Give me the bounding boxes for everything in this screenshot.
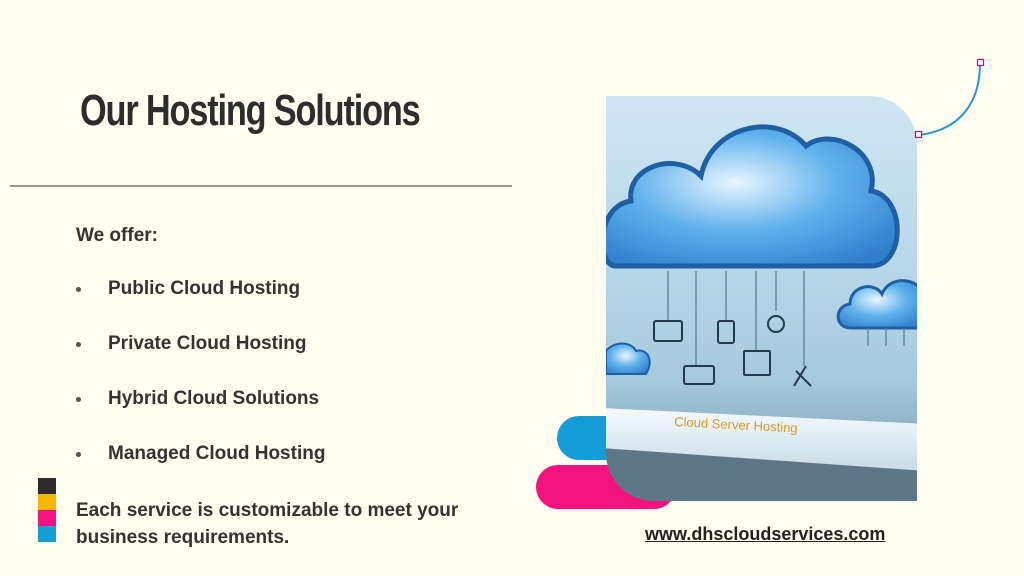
wifi-tower-icon [767, 315, 785, 333]
satellite-icon [793, 365, 812, 387]
tablet-device [606, 408, 917, 501]
cloud-hosting-image: Cloud Server Hosting [606, 96, 917, 501]
slide-title: Our Hosting Solutions [80, 86, 421, 135]
right-cloud-icon [836, 279, 917, 330]
laptop-icon [683, 365, 715, 385]
monitor-icon [653, 320, 683, 342]
service-label: Managed Cloud Hosting [108, 443, 326, 464]
bullet-dot-icon [76, 342, 81, 347]
color-swatch-yellow [38, 494, 56, 510]
left-cloud-icon [606, 342, 651, 375]
intro-text: We offer: [76, 225, 158, 246]
connector-handle-icon [976, 58, 985, 67]
service-label: Hybrid Cloud Solutions [108, 388, 320, 409]
connector-handle-icon [914, 130, 923, 139]
main-cloud-icon [606, 124, 900, 269]
bullet-dot-icon [76, 452, 81, 457]
service-label: Private Cloud Hosting [108, 333, 307, 354]
tablet-icon [717, 320, 735, 344]
service-label: Public Cloud Hosting [108, 278, 301, 299]
bullet-dot-icon [76, 397, 81, 402]
network-lines [667, 271, 905, 366]
color-swatch-blue [38, 526, 56, 542]
website-link[interactable]: www.dhscloudservices.com [645, 524, 886, 544]
image-caption: Cloud Server Hosting [674, 414, 798, 435]
color-swatch-pink [38, 510, 56, 526]
color-swatch-dark [38, 478, 56, 494]
cloud-network-illustration: Cloud Server Hosting [606, 124, 917, 501]
bullet-dot-icon [76, 287, 81, 292]
server-icon [743, 350, 771, 376]
footer-text: Each service is customizable to meet you… [76, 500, 459, 548]
connector-curve [914, 58, 985, 139]
title-divider [10, 185, 512, 187]
